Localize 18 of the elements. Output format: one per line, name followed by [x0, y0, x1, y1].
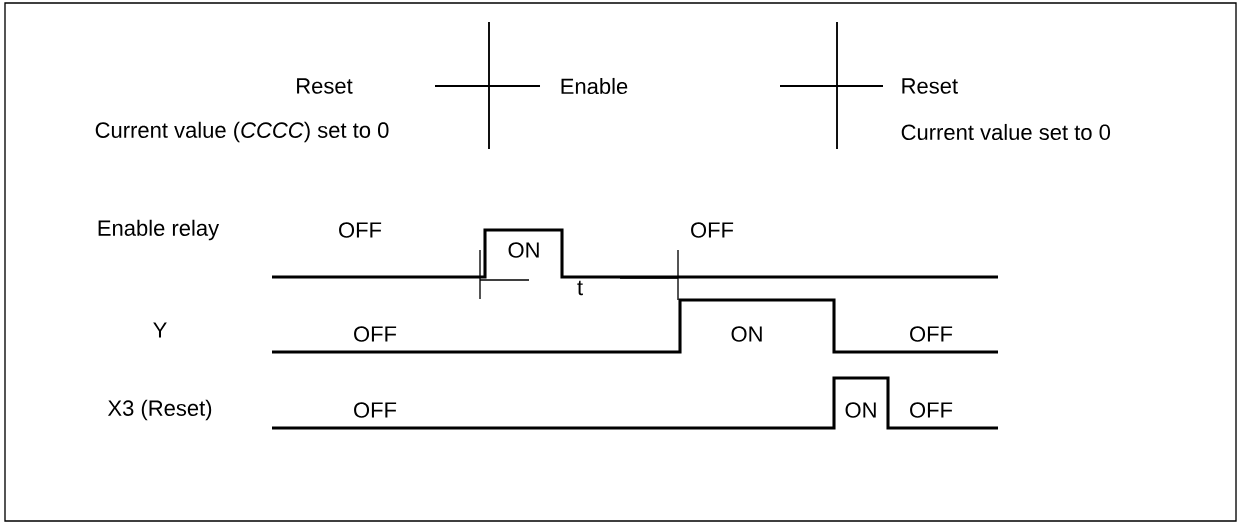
state-label: OFF: [339, 222, 382, 238]
state-label: OFF: [354, 326, 397, 342]
state-label: ON: [845, 402, 876, 418]
note-text: Current value set to 0: [901, 123, 1111, 141]
signal-label: Enable relay: [98, 219, 220, 241]
phase-label: Enable: [561, 77, 628, 95]
signal-label: X3 (Reset): [107, 399, 212, 421]
state-label: OFF: [354, 402, 397, 418]
phase-label: Reset: [902, 78, 958, 94]
dimension-label: t: [577, 280, 583, 296]
phase-label: Reset: [297, 78, 353, 94]
state-label: ON: [731, 326, 762, 342]
state-label: OFF: [910, 326, 953, 342]
note-text: Current value (CCCC) set to 0: [95, 121, 389, 143]
state-label: ON: [508, 242, 539, 258]
state-label: OFF: [910, 402, 953, 418]
signal-label: Y: [153, 322, 167, 338]
state-label: OFF: [691, 222, 734, 238]
